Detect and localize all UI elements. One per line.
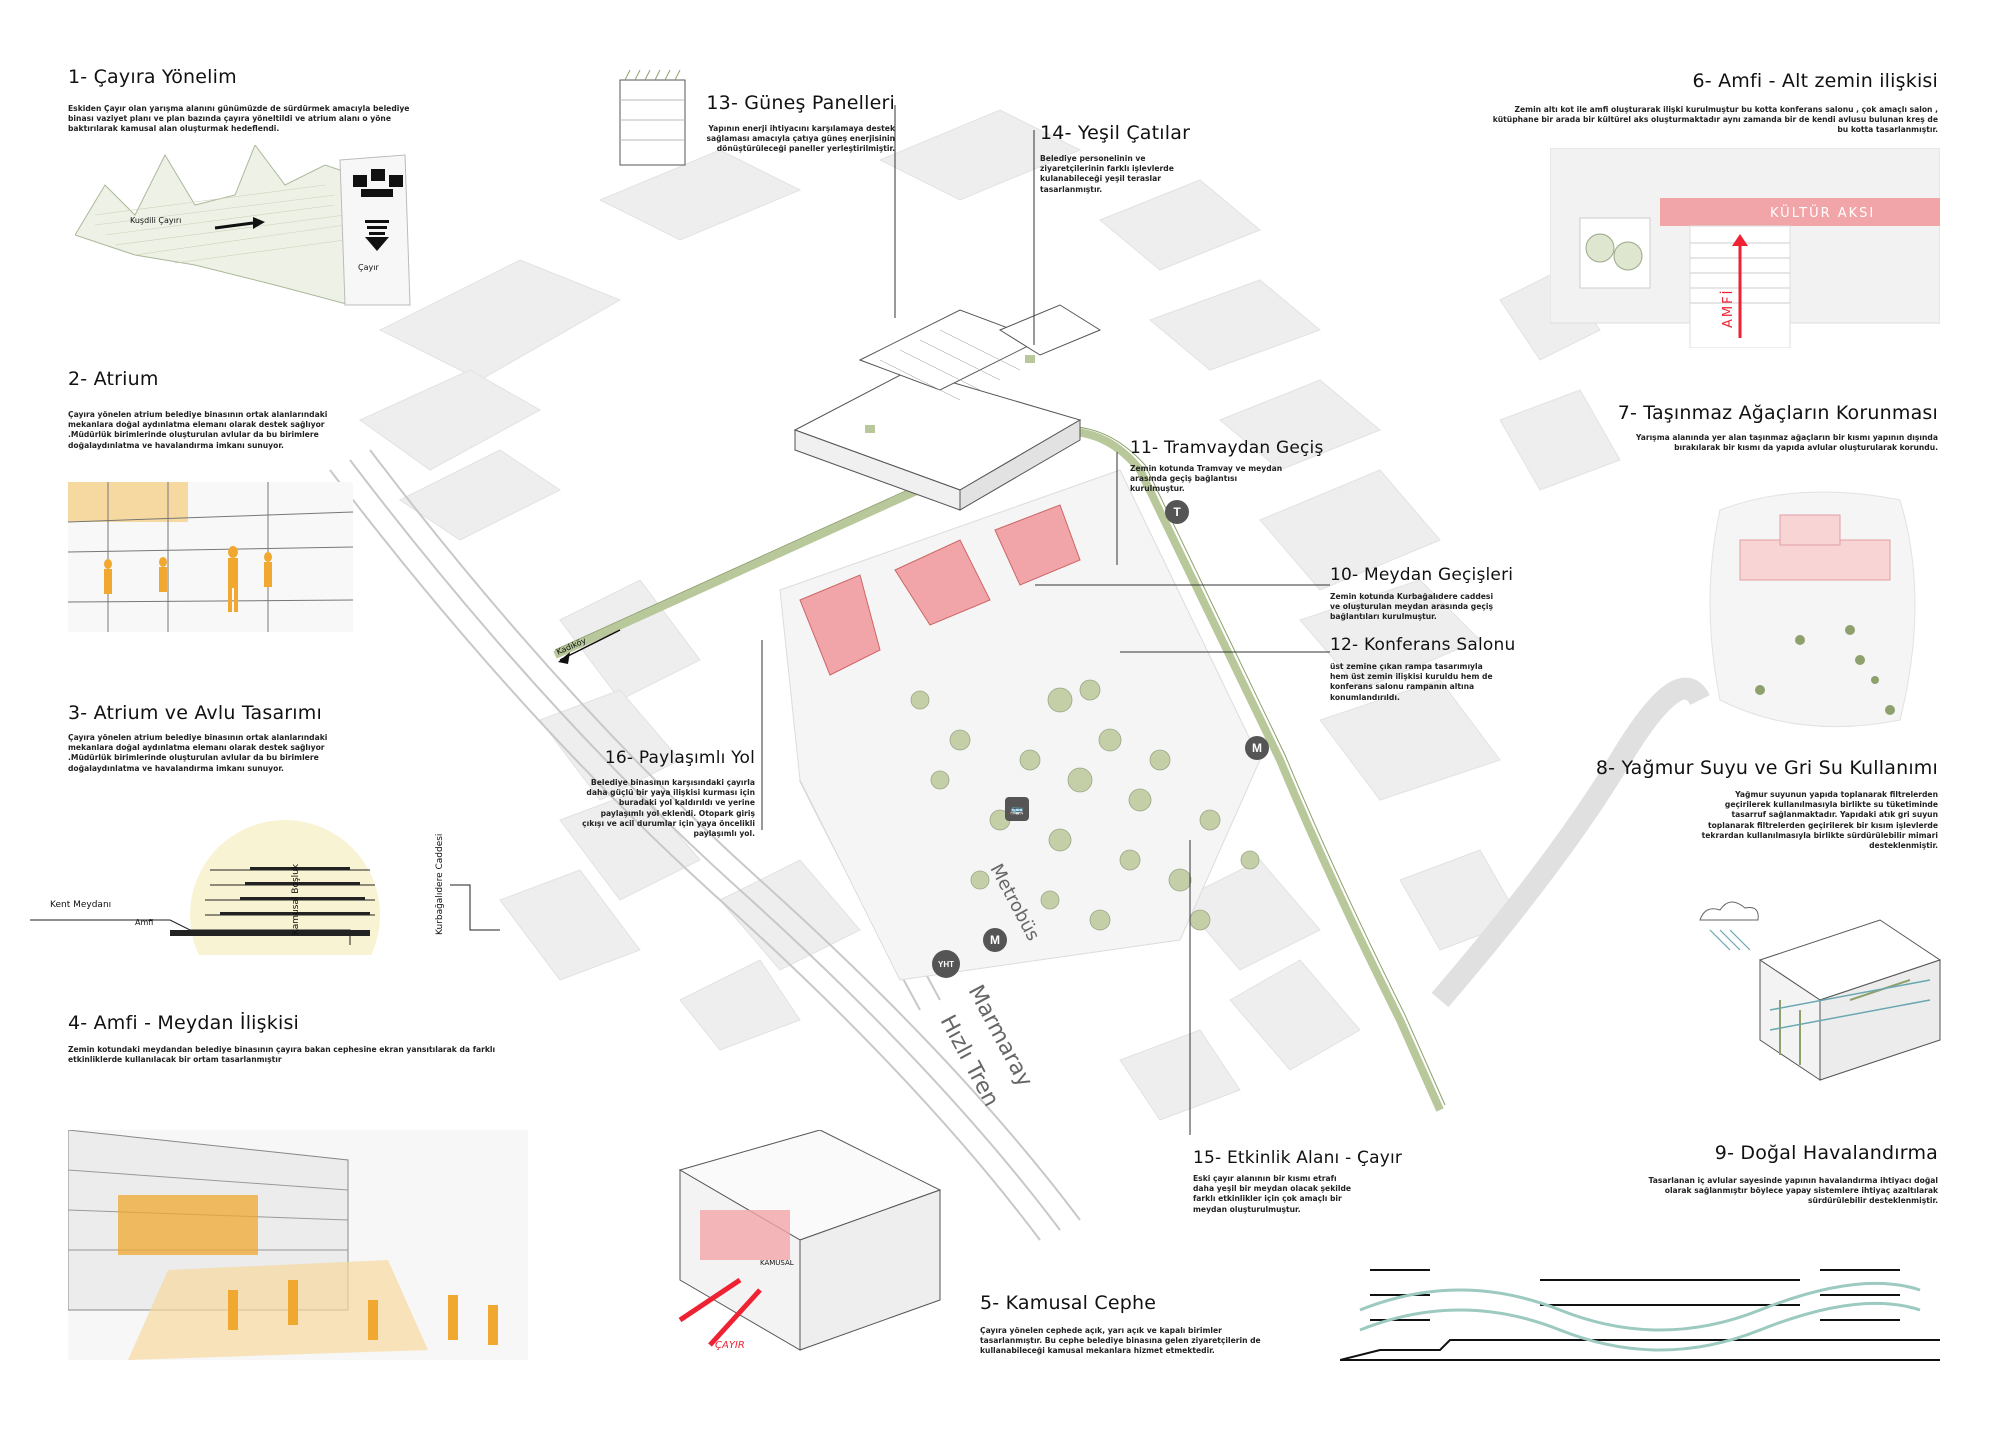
tram-badge: T (1165, 500, 1189, 524)
kusdili-label: Kuşdili Çayırı (130, 216, 181, 225)
metro-badge-2: M (983, 928, 1007, 952)
ventilation-section (1340, 1269, 1940, 1361)
amfi-small-label: Amfi (135, 918, 153, 927)
section-2-title: 2- Atrium (68, 368, 159, 390)
section-4-title: 4- Amfi - Meydan İlişkisi (68, 1012, 300, 1034)
section-16-body: Belediye binasının karşısındaki çayırla … (582, 778, 755, 839)
section-11-body: Zemin kotunda Tramvay ve meydan arasında… (1130, 464, 1283, 494)
section-9-title: 9- Doğal Havalandırma (1714, 1142, 1938, 1164)
solar-panel-icon (619, 70, 686, 166)
amfi-label: AMFİ (1720, 289, 1736, 328)
section-15-body: Eski çayır alanının bir kısmı etrafı dah… (1193, 1174, 1352, 1214)
section-7-title: 7- Taşınmaz Ağaçların Korunması (1617, 402, 1938, 424)
section-8-body: Yağmur suyunun yapıda toplanarak filtrel… (1701, 790, 1938, 851)
section-13-title: 13- Güneş Panelleri (706, 92, 895, 114)
section-2-body: Çayıra yönelen atrium belediye binasının… (68, 410, 328, 450)
cayir-label: Çayır (358, 263, 379, 272)
section-14-title: 14- Yeşil Çatılar (1040, 122, 1191, 144)
trees (910, 679, 1260, 931)
callout-lines (761, 105, 1330, 1135)
kurbagalidere-label: Kurbağalıdere Caddesi (435, 834, 445, 935)
section-10-body: Zemin kotunda Kurbağalıdere caddesi ve o… (1330, 592, 1494, 622)
section-16-title: 16- Paylaşımlı Yol (604, 748, 755, 768)
section-11-title: 11- Tramvaydan Geçiş (1130, 438, 1324, 458)
amfi-meydan-perspective (68, 1130, 528, 1360)
yht-badge: YHT (932, 950, 960, 978)
section-12-body: üst zemine çıkan rampa tasarımıyla hem ü… (1330, 662, 1493, 702)
section-10-title: 10- Meydan Geçişleri (1330, 565, 1514, 585)
courtyard-blocks (799, 504, 1081, 676)
main-building (793, 304, 1102, 511)
metro-badge: M (1245, 736, 1269, 760)
rainwater-diagram (1699, 901, 1942, 1081)
cayira-yonelim-diagram: Kuşdili Çayırı Çayır (75, 145, 411, 306)
atrium-section-diagram: Kent Meydanı Amfi Kamusal Boşluk Kurbağa… (30, 820, 500, 955)
trees-preservation-diagram (1709, 491, 1916, 728)
kultur-aksi-label: KÜLTÜR AKSI (1770, 204, 1875, 221)
city-blocks (359, 109, 1621, 1121)
section-3-body: Çayıra yönelen atrium belediye binasının… (68, 733, 328, 773)
section-8-title: 8- Yağmur Suyu ve Gri Su Kullanımı (1595, 757, 1938, 779)
kamusal-label: KAMUSAL (760, 1259, 794, 1267)
section-15-title: 15- Etkinlik Alanı - Çayır (1193, 1148, 1403, 1168)
section-5-title: 5- Kamusal Cephe (980, 1292, 1157, 1314)
section-6-body: Zemin altı kot ile amfi oluşturarak iliş… (1492, 105, 1938, 135)
section-5-body: Çayıra yönelen cephede açık, yarı açık v… (980, 1326, 1261, 1356)
section-1-body: Eskiden Çayır olan yarışma alanını günüm… (68, 104, 410, 134)
section-13-body: Yapının enerji ihtiyacını karşılamaya de… (706, 124, 895, 154)
plaza (779, 469, 1261, 981)
section-12-title: 12- Konferans Salonu (1330, 635, 1516, 655)
kamusal-cephe-axo: ÇAYIR KAMUSAL (678, 1130, 942, 1351)
section-3-title: 3- Atrium ve Avlu Tasarımı (68, 702, 322, 724)
kultur-aksi-plan: KÜLTÜR AKSI AMFİ (1550, 148, 1940, 348)
section-14-body: Belediye personelinin ve ziyaretçilerini… (1040, 154, 1174, 194)
section-6-title: 6- Amfi - Alt zemin ilişkisi (1692, 70, 1938, 92)
section-4-body: Zemin kotundaki meydandan belediye binas… (68, 1045, 496, 1065)
kent-meydani-label: Kent Meydanı (50, 900, 111, 910)
section-7-body: Yarışma alanında yer alan taşınmaz ağaçl… (1635, 433, 1938, 453)
bus-icon: 🚌 (1005, 797, 1029, 821)
section-9-body: Tasarlanan iç avlular sayesinde yapının … (1648, 1176, 1939, 1206)
atrium-perspective (68, 482, 353, 632)
cayir-red-label: ÇAYIR (715, 1340, 745, 1351)
kamusal-bosluk-label: Kamusal Boşluk (291, 863, 301, 935)
highway (1431, 677, 1710, 1008)
section-1-title: 1- Çayıra Yönelim (68, 66, 237, 88)
